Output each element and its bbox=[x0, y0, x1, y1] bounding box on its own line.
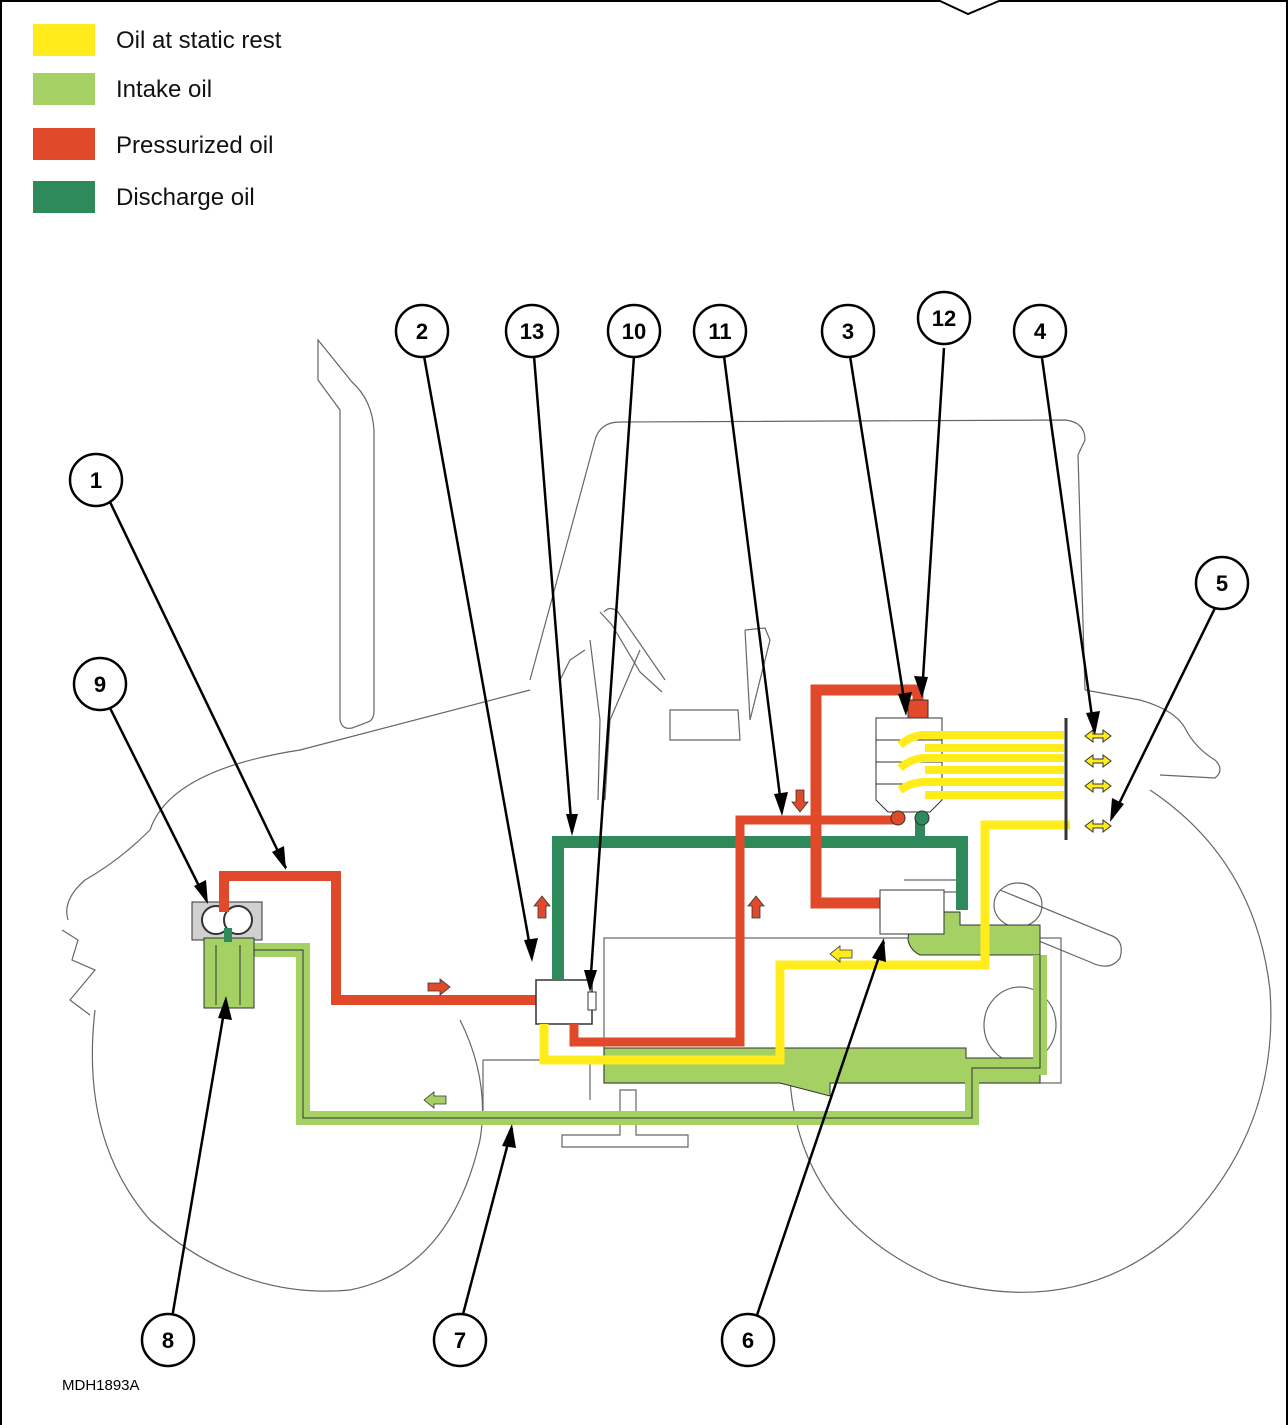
callout-13-label: 13 bbox=[520, 319, 544, 344]
callout-11-label: 11 bbox=[708, 319, 731, 344]
callout-1-label: 1 bbox=[90, 468, 102, 493]
callout-leaders bbox=[108, 347, 1218, 1319]
callout-6: 6 bbox=[720, 1312, 776, 1368]
callout-10: 10 bbox=[606, 303, 662, 359]
main-valve bbox=[535, 979, 597, 1025]
lift-valve bbox=[879, 889, 945, 935]
callout-2: 2 bbox=[394, 303, 450, 359]
static-coupler-lines bbox=[897, 731, 1064, 799]
flow-arrows bbox=[423, 789, 853, 1109]
legend-label-intake: Intake oil bbox=[116, 76, 212, 103]
callout-11: 11 bbox=[692, 303, 748, 359]
pressure-line-distributor bbox=[810, 684, 924, 909]
intake-line bbox=[254, 943, 1047, 1125]
legend-label-static: Oil at static rest bbox=[116, 27, 282, 54]
callout-1: 1 bbox=[68, 452, 124, 508]
callout-arrowheads bbox=[194, 676, 1124, 1148]
callout-6-label: 6 bbox=[742, 1328, 754, 1353]
callout-9: 9 bbox=[72, 656, 128, 712]
callout-2-label: 2 bbox=[416, 319, 428, 344]
legend-label-pressurized: Pressurized oil bbox=[116, 132, 273, 159]
legend-swatch-intake bbox=[33, 73, 95, 105]
coupler-arrows bbox=[1084, 729, 1112, 833]
callout-13: 13 bbox=[504, 303, 560, 359]
callout-3: 3 bbox=[820, 303, 876, 359]
legend-swatch-discharge bbox=[33, 181, 95, 213]
callout-8-label: 8 bbox=[162, 1328, 174, 1353]
pump-assembly bbox=[191, 901, 263, 1009]
callout-5: 5 bbox=[1194, 555, 1250, 611]
static-line-valve bbox=[539, 820, 1070, 1065]
legend-label-discharge: Discharge oil bbox=[116, 184, 255, 211]
legend: Oil at static rest Intake oil Pressurize… bbox=[33, 24, 282, 213]
figure-code: MDH1893A bbox=[62, 1377, 140, 1394]
callout-3-label: 3 bbox=[842, 319, 854, 344]
callout-7: 7 bbox=[432, 1312, 488, 1368]
callout-4: 4 bbox=[1012, 303, 1068, 359]
callout-12: 12 bbox=[916, 290, 972, 346]
callout-7-label: 7 bbox=[454, 1328, 466, 1353]
pressure-line-pump bbox=[219, 871, 536, 1005]
callout-5-label: 5 bbox=[1216, 571, 1228, 596]
tractor-outline bbox=[61, 338, 1272, 1293]
pressure-line-return bbox=[569, 815, 898, 1047]
callout-8: 8 bbox=[140, 1312, 196, 1368]
legend-swatch-pressurized bbox=[33, 128, 95, 160]
callout-10-label: 10 bbox=[622, 319, 646, 344]
callout-12-label: 12 bbox=[932, 306, 956, 331]
legend-swatch-static bbox=[33, 24, 95, 56]
callout-4-label: 4 bbox=[1034, 319, 1047, 344]
callout-9-label: 9 bbox=[94, 672, 106, 697]
discharge-line bbox=[552, 836, 968, 980]
